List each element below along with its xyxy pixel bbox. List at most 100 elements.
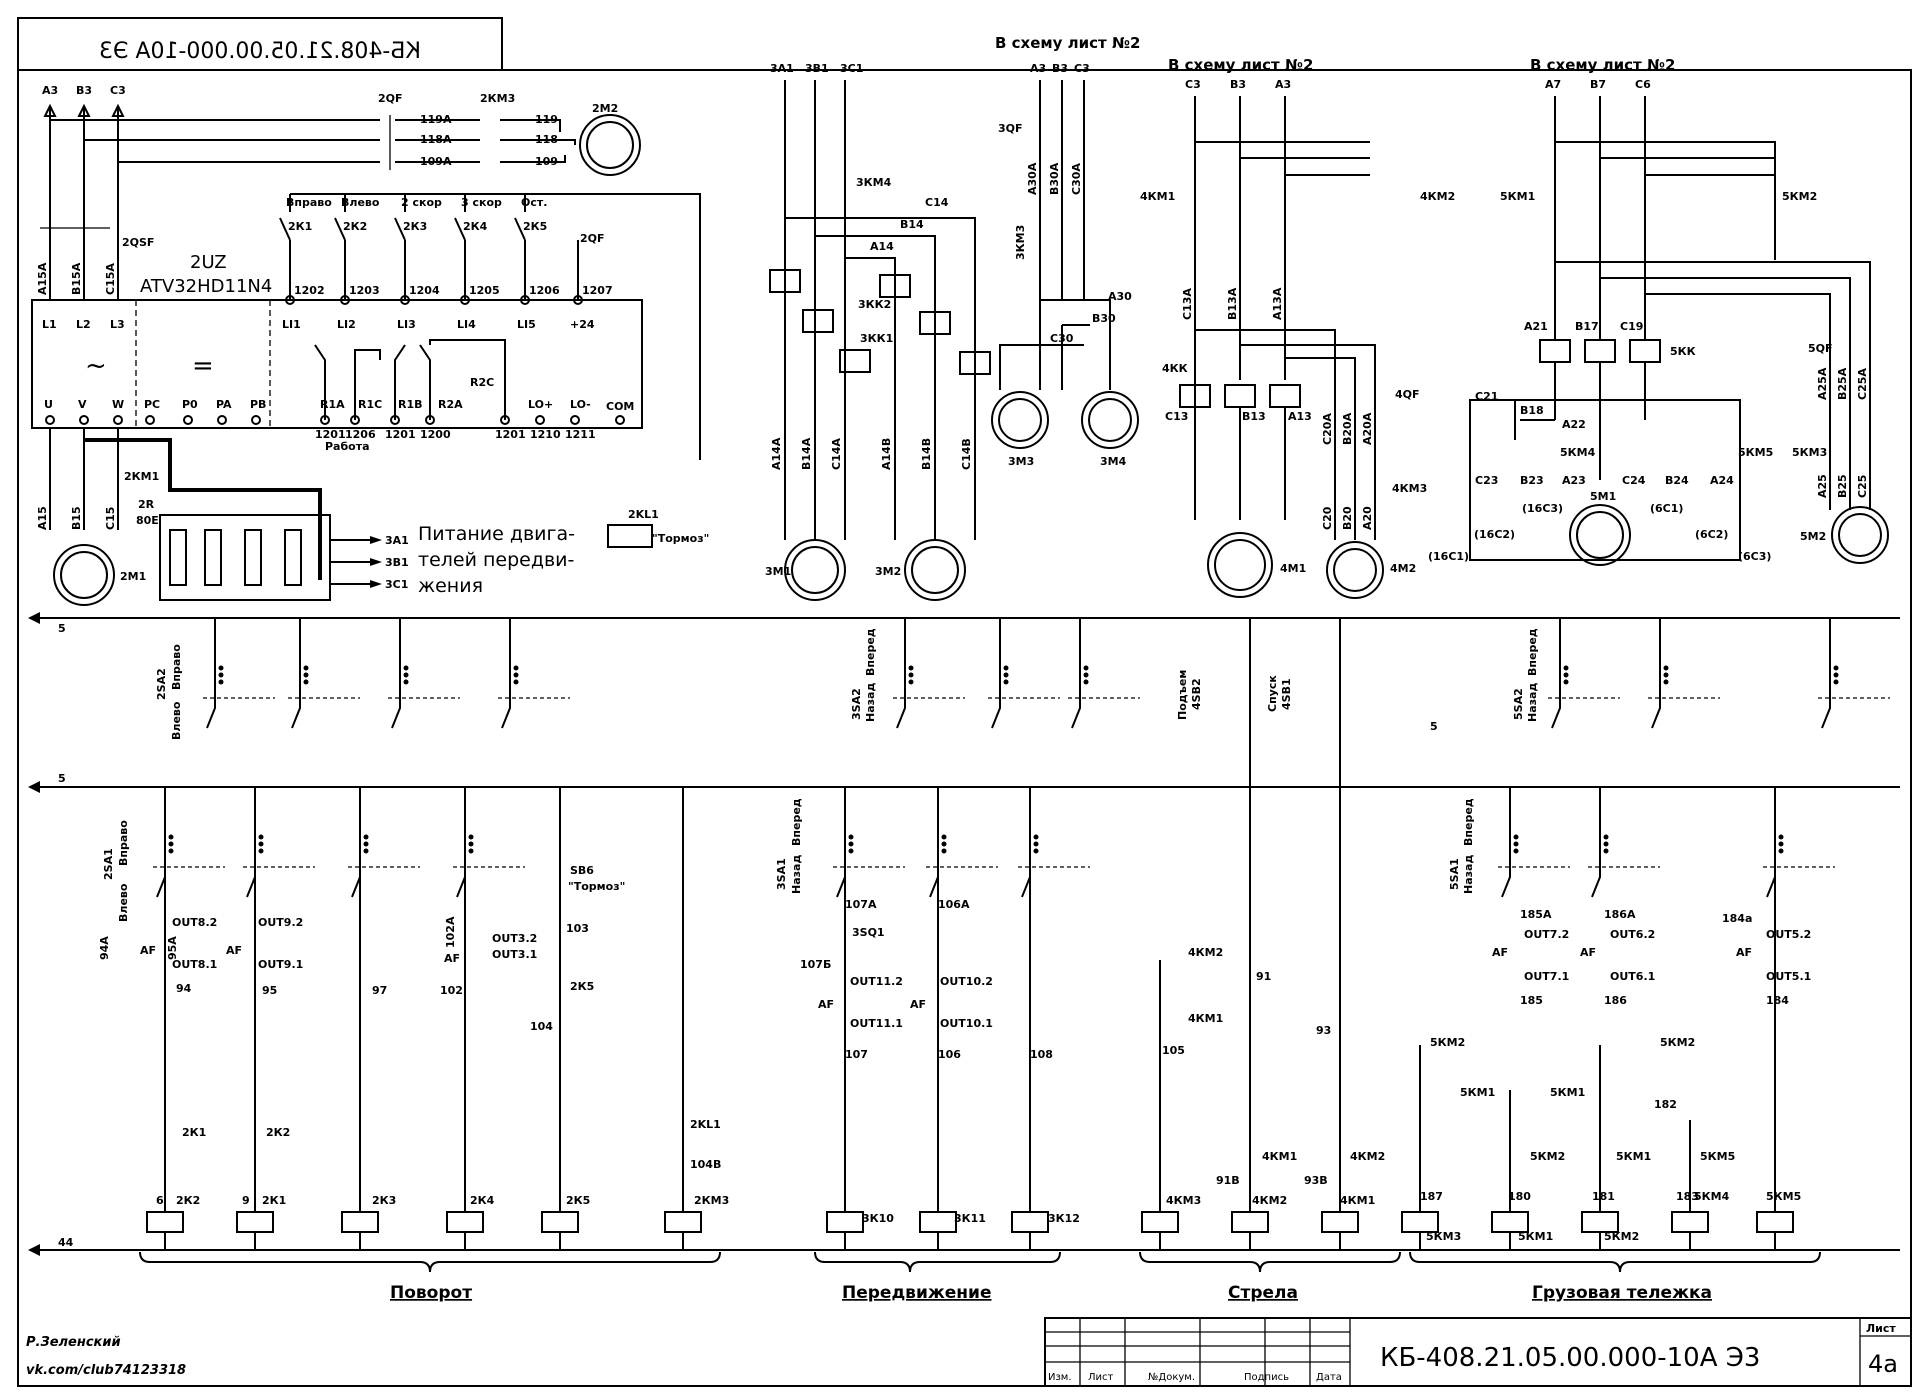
selector-switch-16 bbox=[1821, 618, 1831, 729]
sa2-3: 3SA2 bbox=[850, 688, 863, 720]
bus-5-trolley: 5 bbox=[1430, 720, 1438, 733]
drive-name: 2UZ bbox=[190, 252, 227, 273]
out-6-2: OUT6.2 bbox=[1610, 928, 1655, 941]
selector-switch-10 bbox=[1071, 618, 1081, 729]
switch-dot-15-0 bbox=[1663, 665, 1669, 671]
sa1-3: 3SA1 bbox=[775, 858, 788, 890]
b-a20a: A20A bbox=[1361, 412, 1374, 445]
out-label-6: PB bbox=[250, 398, 266, 411]
relay-r1a: R1A bbox=[320, 398, 345, 411]
bc-93: 93 bbox=[1316, 1024, 1331, 1037]
tr-a7: A7 bbox=[1545, 78, 1561, 91]
coil-15 bbox=[1671, 1211, 1709, 1233]
tr-km2: 5КМ2 bbox=[1782, 190, 1817, 203]
title-block: Изм. Лист №Докум. Подпись Дата КБ-408.21… bbox=[26, 1317, 1912, 1387]
w-104: 104 bbox=[530, 1020, 553, 1033]
btn-4sb2: 4SB2 bbox=[1190, 678, 1203, 710]
out-terminal-6 bbox=[251, 415, 261, 425]
power-note-2: телей передви- bbox=[418, 549, 574, 571]
dir-contact-2: 2К3 bbox=[403, 220, 427, 233]
out-terminal-5 bbox=[217, 415, 227, 425]
sheet-label: Лист bbox=[1866, 1322, 1896, 1335]
tr-a23: A23 bbox=[1562, 474, 1586, 487]
switch-dot-13-1 bbox=[1033, 841, 1039, 847]
b-sup-a3: A3 bbox=[1275, 78, 1291, 91]
tr-b25: B25 bbox=[1836, 474, 1849, 498]
in-l1: L1 bbox=[42, 318, 57, 331]
dir-contact-1: 2К2 bbox=[343, 220, 367, 233]
travel-power: 3А1 3В1 3С1 3КМ4 C14 B14 A14 3КК2 3КК1 A… bbox=[765, 62, 991, 601]
selector-switch-1 bbox=[291, 618, 301, 729]
li-terminal-2 bbox=[400, 295, 410, 305]
b-m1: 4М1 bbox=[1280, 562, 1306, 575]
switch-dot-9-1 bbox=[1003, 672, 1009, 678]
out-8-2: OUT8.2 bbox=[172, 916, 217, 929]
mirrored-code: КБ-408.21.05.00.000-10А Э3 bbox=[99, 39, 421, 64]
tr-kk-c bbox=[1629, 339, 1661, 363]
tw-106: 106 bbox=[938, 1048, 961, 1061]
switch-dot-4-2 bbox=[168, 848, 174, 854]
dir-label-2: 2 скор bbox=[401, 196, 442, 209]
sa1-2-left: Влево bbox=[117, 883, 130, 922]
sa1-2-right: Вправо bbox=[117, 820, 130, 866]
qsf-label: 2QSF bbox=[122, 236, 154, 249]
coil-5km3: 5КМ3 bbox=[1426, 1230, 1461, 1243]
relay-wire-2: 1201 bbox=[385, 428, 416, 441]
tr-w1: (16С3) bbox=[1522, 502, 1563, 515]
switch-dot-0-0 bbox=[218, 665, 224, 671]
coil-5km1: 5КМ1 bbox=[1518, 1230, 1553, 1243]
switch-dot-4-0 bbox=[168, 834, 174, 840]
kl1-label: 2KL1 bbox=[628, 508, 659, 521]
switch-dot-13-0 bbox=[1033, 834, 1039, 840]
out-10-2: OUT10.2 bbox=[940, 975, 993, 988]
aux-a30: A30 bbox=[1108, 290, 1132, 303]
coil-5km5: 5КМ5 bbox=[1766, 1190, 1801, 1203]
coil-11 bbox=[1321, 1211, 1359, 1233]
trw-186: 186 bbox=[1604, 994, 1627, 1007]
li-terminal-3 bbox=[460, 295, 470, 305]
b-sup-b3: B3 bbox=[1230, 78, 1246, 91]
t-a14a: A14A bbox=[770, 437, 783, 470]
caption-rotation: Поворот bbox=[390, 1283, 472, 1303]
bc-km1: 4КМ1 bbox=[1188, 1012, 1223, 1025]
tr-km3: 5КМ3 bbox=[1792, 446, 1827, 459]
aux-m3: 3М3 bbox=[1008, 455, 1034, 468]
drive-model: ATV32HD11N4 bbox=[140, 276, 272, 297]
trw-185a: 185A bbox=[1520, 908, 1552, 921]
relay-terminal-7 bbox=[615, 415, 625, 425]
top-left-power: A3 B3 C3 2QF 119A 118A 109A 2КМ3 119 118… bbox=[36, 84, 641, 300]
b-c13: C13 bbox=[1165, 410, 1188, 423]
selector-switch-8 bbox=[896, 618, 906, 729]
t-sup-2: 3С1 bbox=[840, 62, 863, 75]
b-km2: 4КМ2 bbox=[1420, 190, 1455, 203]
switch-dot-8-0 bbox=[908, 665, 914, 671]
tr-c6: C6 bbox=[1635, 78, 1651, 91]
aux-m4: 3М4 bbox=[1100, 455, 1127, 468]
tr-m1: 5М1 bbox=[1590, 490, 1616, 503]
tr-qf: 5QF bbox=[1808, 342, 1833, 355]
switch-dot-6-1 bbox=[363, 841, 369, 847]
coil-3k10: 3К10 bbox=[862, 1212, 894, 1225]
selector-switch-3 bbox=[501, 618, 511, 729]
t-km4: 3КМ4 bbox=[856, 176, 892, 189]
out-7-2: OUT7.2 bbox=[1524, 928, 1569, 941]
w-97: 97 bbox=[372, 984, 387, 997]
boom-control: Подъем 4SB2 Спуск 4SB1 4КМ2 4КМ1 91 93 1… bbox=[1162, 670, 1385, 1207]
out-terminal-1 bbox=[79, 415, 89, 425]
switch-dot-0-2 bbox=[218, 679, 224, 685]
switch-dot-17-1 bbox=[1513, 841, 1519, 847]
motor-2m1-group: A15 B15 C15 2КМ1 2М1 2R 80E 3А1 3В1 3С1 … bbox=[36, 232, 709, 606]
switch-dot-1-2 bbox=[303, 679, 309, 685]
motor-3m2 bbox=[904, 539, 966, 601]
c15a: C15A bbox=[104, 263, 117, 295]
btn-4sb1: 4SB1 bbox=[1280, 678, 1293, 710]
supply-a3: A3 bbox=[42, 84, 58, 97]
tr-b7: B7 bbox=[1590, 78, 1606, 91]
coil-5km4: 5КМ4 bbox=[1694, 1190, 1730, 1203]
w-94a: 94A bbox=[98, 936, 111, 960]
out-label-4: P0 bbox=[182, 398, 198, 411]
tr-w2: (6С1) bbox=[1650, 502, 1683, 515]
coil-2k3: 2К3 bbox=[372, 1194, 396, 1207]
coil-9 bbox=[1141, 1211, 1179, 1233]
tw-107a: 107A bbox=[845, 898, 877, 911]
